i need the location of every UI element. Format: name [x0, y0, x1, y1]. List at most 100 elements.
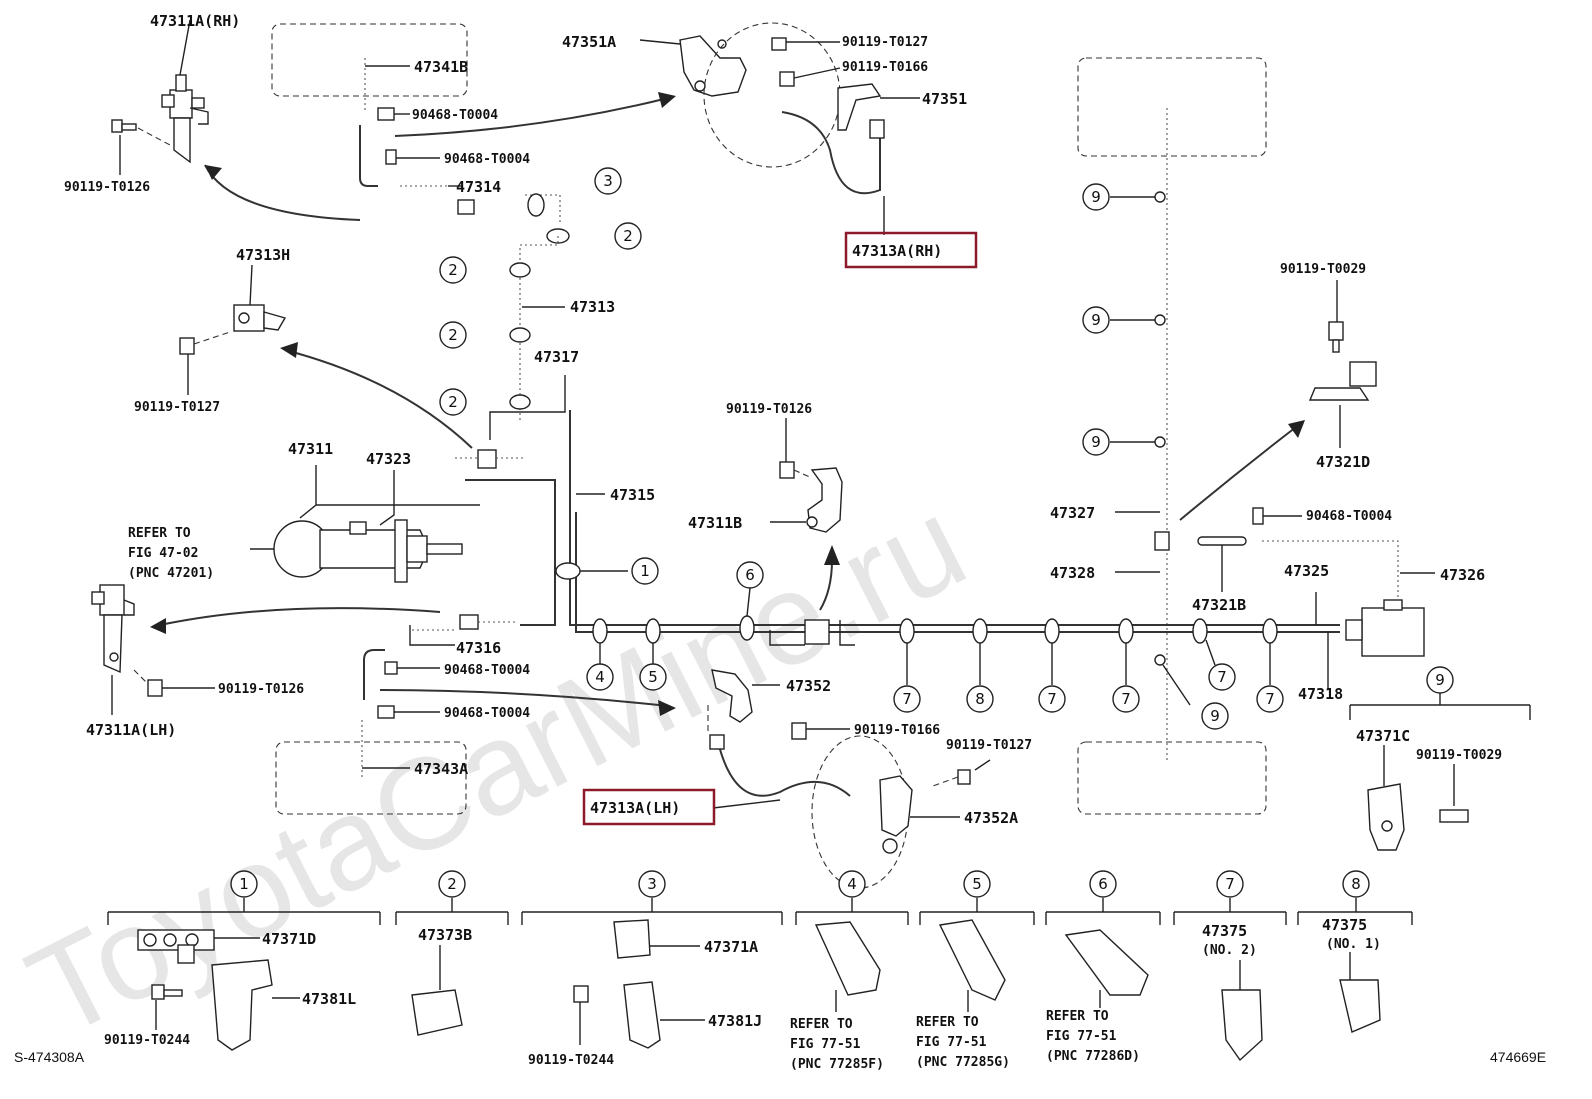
hose-47314 [359, 125, 378, 187]
callout-circles: 3 2 2 2 2 1 4 5 6 7 8 7 7 7 7 9 9 9 9 9 … [230, 167, 1454, 898]
label-47375-no1: 47375 [1322, 916, 1367, 934]
label-47327: 47327 [1050, 504, 1095, 522]
valve-47311A-RH [161, 74, 209, 164]
detail-row-brackets [107, 898, 1413, 925]
label-47311A-RH: 47311A(RH) [150, 12, 240, 30]
clip-90468-c [1252, 507, 1264, 525]
label-47328: 47328 [1050, 564, 1095, 582]
hose-47316 [363, 649, 385, 700]
bolt-90119-T0166-b [791, 722, 807, 740]
callout-4-detail: 4 [847, 875, 857, 893]
bracket-47321D [1308, 321, 1377, 401]
callout-8: 8 [975, 690, 985, 708]
label-47371D: 47371D [262, 930, 316, 948]
corner-code-right: 474669E [1490, 1049, 1546, 1065]
clamp-detail-6 [1064, 929, 1149, 996]
callout-6: 6 [745, 566, 755, 584]
clamp-47371A [613, 919, 651, 959]
clamp-7e [1262, 618, 1278, 644]
label-47317: 47317 [534, 348, 579, 366]
label-47343A: 47343A [414, 760, 468, 778]
label-90119-T0029-b: 90119-T0029 [1416, 748, 1502, 763]
label-47323: 47323 [366, 450, 411, 468]
label-47313A-LH: 47313A(LH) [590, 799, 680, 817]
label-47381J: 47381J [708, 1012, 762, 1030]
label-47326: 47326 [1440, 566, 1485, 584]
label-47311B: 47311B [688, 514, 742, 532]
context-box-bottom-right [1077, 741, 1267, 815]
hose-47321B [1197, 536, 1247, 546]
block-47313H [233, 304, 287, 332]
label-47341B: 47341B [414, 58, 468, 76]
label-47314: 47314 [456, 178, 501, 196]
arrow-to-47351A [394, 97, 669, 137]
label-90119-T0126-c: 90119-T0126 [218, 682, 304, 697]
clip-90468-a [377, 107, 395, 121]
label-90468-d: 90468-T0004 [444, 663, 530, 678]
callout-4: 4 [595, 668, 605, 686]
context-box-top-right [1077, 57, 1267, 157]
clip-47375-no2 [1221, 989, 1263, 1062]
clamp-2b [509, 262, 531, 278]
pipe-47315 [465, 479, 556, 626]
callout-9-d: 9 [1435, 671, 1445, 689]
label-47371A: 47371A [704, 938, 758, 956]
callout-3-top: 3 [603, 172, 613, 190]
label-90468-c: 90468-T0004 [1306, 509, 1392, 524]
bracket-47351A [679, 35, 747, 97]
arrow-to-47321D [1179, 423, 1301, 521]
clamp-2c [509, 327, 531, 343]
clamp-detail-5 [938, 919, 1006, 1001]
label-47315: 47315 [610, 486, 655, 504]
bracket-47352 [711, 669, 753, 723]
hose-47313A-RH [781, 111, 881, 195]
master-cylinder [273, 519, 463, 583]
label-47381L: 47381L [302, 990, 356, 1008]
label-90119-T0127-b: 90119-T0127 [134, 400, 220, 415]
refer-47201-line3: (PNC 47201) [128, 566, 214, 581]
valve-47311A-LH [91, 584, 135, 674]
clip-90468-d [384, 661, 398, 675]
clip-47375-no1 [1339, 979, 1381, 1033]
clamp-7c [1118, 618, 1134, 644]
callout-9-b: 9 [1091, 311, 1101, 329]
clamp-7a [899, 618, 915, 644]
union-47314 [457, 199, 475, 215]
clamp-9b [1154, 314, 1166, 326]
callout-9-e: 9 [1210, 707, 1220, 725]
arrow-to-47352 [379, 689, 669, 707]
callout-2-b: 2 [448, 261, 458, 279]
label-47352: 47352 [786, 677, 831, 695]
refer-77285F-line3: (PNC 77285F) [790, 1057, 884, 1072]
label-47351A: 47351A [562, 33, 616, 51]
clamp-9a [1154, 191, 1166, 203]
tee-47328 [1154, 531, 1170, 551]
leader-47351A [639, 39, 681, 45]
callout-9-c: 9 [1091, 433, 1101, 451]
callout-8-detail: 8 [1351, 875, 1361, 893]
label-90119-T0244-b: 90119-T0244 [528, 1053, 614, 1068]
callout-2-d: 2 [448, 393, 458, 411]
highlight-47313A-LH [582, 788, 716, 826]
refer-77286D-line1: REFER TO [1046, 1009, 1109, 1024]
bolt-90119-T0126-a [111, 119, 137, 133]
clip-90468-b [385, 149, 397, 165]
label-90119-T0029-a: 90119-T0029 [1280, 262, 1366, 277]
bolt-90119-T0029-b [1439, 809, 1469, 823]
refer-77285F-line2: FIG 77-51 [790, 1037, 861, 1052]
clamp-5 [645, 618, 661, 644]
clamp-2d [509, 394, 531, 410]
refer-77285G-line2: FIG 77-51 [916, 1035, 987, 1050]
block-47326 [1345, 599, 1425, 657]
clamp-detail-4 [814, 921, 881, 996]
label-47373B: 47373B [418, 926, 472, 944]
refer-77285G-line3: (PNC 77285G) [916, 1055, 1010, 1070]
label-47311A-LH: 47311A(LH) [86, 721, 176, 739]
bolt-90119-T0127-a [771, 37, 787, 51]
label-47371C: 47371C [1356, 727, 1410, 745]
clamp-47371D [137, 929, 215, 964]
refer-77285F-line1: REFER TO [790, 1017, 853, 1032]
clamp-9c [1154, 436, 1166, 448]
bolt-90119-T0127-c [957, 769, 971, 785]
label-47313: 47313 [570, 298, 615, 316]
